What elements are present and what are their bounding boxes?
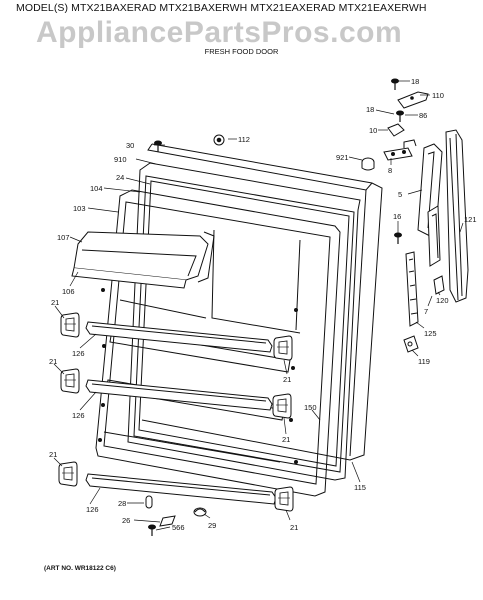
callout-label: 103: [73, 204, 86, 213]
hinge-assembly: [383, 78, 429, 161]
callout-label: 30: [126, 141, 134, 150]
callout-label: 18: [366, 105, 374, 114]
callout-label: 112: [238, 135, 250, 144]
callout-label: 28: [118, 499, 126, 508]
callout-label: 21: [49, 450, 57, 459]
callout-label: 125: [424, 329, 437, 338]
door-handle-trim: [417, 129, 469, 303]
callout-label: 21: [49, 357, 57, 366]
leader-lines: [53, 80, 464, 531]
door-shelf-bars: [85, 321, 277, 505]
section-title: FRESH FOOD DOOR: [204, 47, 279, 56]
callout-label: 8: [388, 166, 392, 175]
callout-label: 120: [436, 296, 449, 305]
door-gasket: [127, 162, 361, 481]
callout-label: 106: [62, 287, 75, 296]
callout-label: 121: [464, 215, 477, 224]
callout-labels: 18 110 18 86 10 112 30 910 921 8 24 104 …: [49, 77, 477, 532]
callout-label: 86: [419, 111, 427, 120]
side-brackets: [393, 205, 445, 353]
callout-label: 21: [282, 435, 290, 444]
callout-label: 104: [90, 184, 103, 193]
callout-label: 16: [393, 212, 401, 221]
callout-label: 921: [336, 153, 349, 162]
callout-label: 21: [283, 375, 291, 384]
callout-label: 26: [122, 516, 130, 525]
callout-label: 10: [369, 126, 377, 135]
door-liner: [95, 189, 341, 497]
watermark: AppliancePartsPros.com: [36, 16, 403, 49]
dairy-compartment-door: [71, 231, 215, 289]
callout-label: 150: [304, 403, 317, 412]
callout-label: 24: [116, 173, 124, 182]
callout-label: 110: [432, 91, 444, 100]
callout-label: 18: [411, 77, 419, 86]
callout-label: 566: [172, 523, 185, 532]
callout-label: 107: [57, 233, 70, 242]
callout-label: 29: [208, 521, 216, 530]
callout-label: 7: [424, 307, 428, 316]
callout-label: 126: [72, 349, 85, 358]
small-parts-bottom: [145, 495, 207, 537]
callout-label: 910: [114, 155, 127, 164]
model-numbers: MODEL(S) MTX21BAXERAD MTX21BAXERWH MTX21…: [16, 2, 427, 14]
callout-label: 5: [398, 190, 402, 199]
outer-door-panel: [141, 143, 383, 461]
small-parts-top: [153, 134, 375, 171]
art-number: (ART NO. WR18122 C6): [44, 565, 116, 572]
callout-label: 21: [290, 523, 298, 532]
callout-label: 126: [86, 505, 99, 514]
callout-label: 21: [51, 298, 59, 307]
callout-label: 115: [354, 483, 366, 492]
callout-label: 126: [72, 411, 85, 420]
callout-label: 119: [418, 357, 430, 366]
